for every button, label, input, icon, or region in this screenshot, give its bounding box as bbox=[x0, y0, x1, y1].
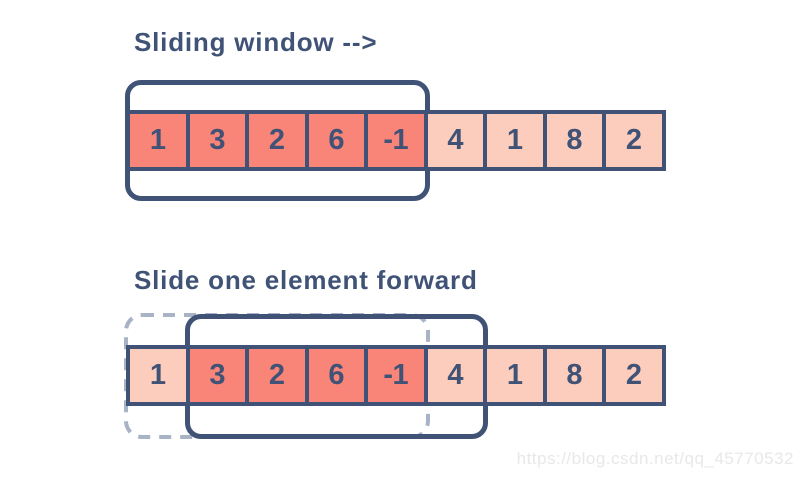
array-row-bottom: 1 3 2 6 -1 4 1 8 2 bbox=[126, 345, 666, 406]
array-cell: 1 bbox=[483, 345, 547, 406]
array-cell: 4 bbox=[423, 110, 487, 171]
array-cell: 8 bbox=[542, 345, 606, 406]
watermark-url: https://blog.csdn.net/qq_45770532 bbox=[516, 449, 794, 468]
array-cell: 4 bbox=[423, 345, 487, 406]
array-cell: 8 bbox=[542, 110, 606, 171]
array-cell: -1 bbox=[364, 345, 428, 406]
array-cell: 2 bbox=[602, 110, 666, 171]
array-cell: 2 bbox=[245, 110, 309, 171]
array-cell: 1 bbox=[483, 110, 547, 171]
array-cell: -1 bbox=[364, 110, 428, 171]
array-cell: 6 bbox=[304, 345, 368, 406]
section-title-sliding-window: Sliding window --> bbox=[134, 27, 378, 57]
array-cell: 3 bbox=[185, 345, 249, 406]
array-row-top: 1 3 2 6 -1 4 1 8 2 bbox=[126, 110, 666, 171]
array-cell: 6 bbox=[304, 110, 368, 171]
section-title-slide-forward: Slide one element forward bbox=[134, 265, 478, 295]
array-cell: 3 bbox=[185, 110, 249, 171]
array-cell: 2 bbox=[602, 345, 666, 406]
array-cell: 1 bbox=[126, 110, 190, 171]
array-cell: 2 bbox=[245, 345, 309, 406]
array-cell: 1 bbox=[126, 345, 190, 406]
